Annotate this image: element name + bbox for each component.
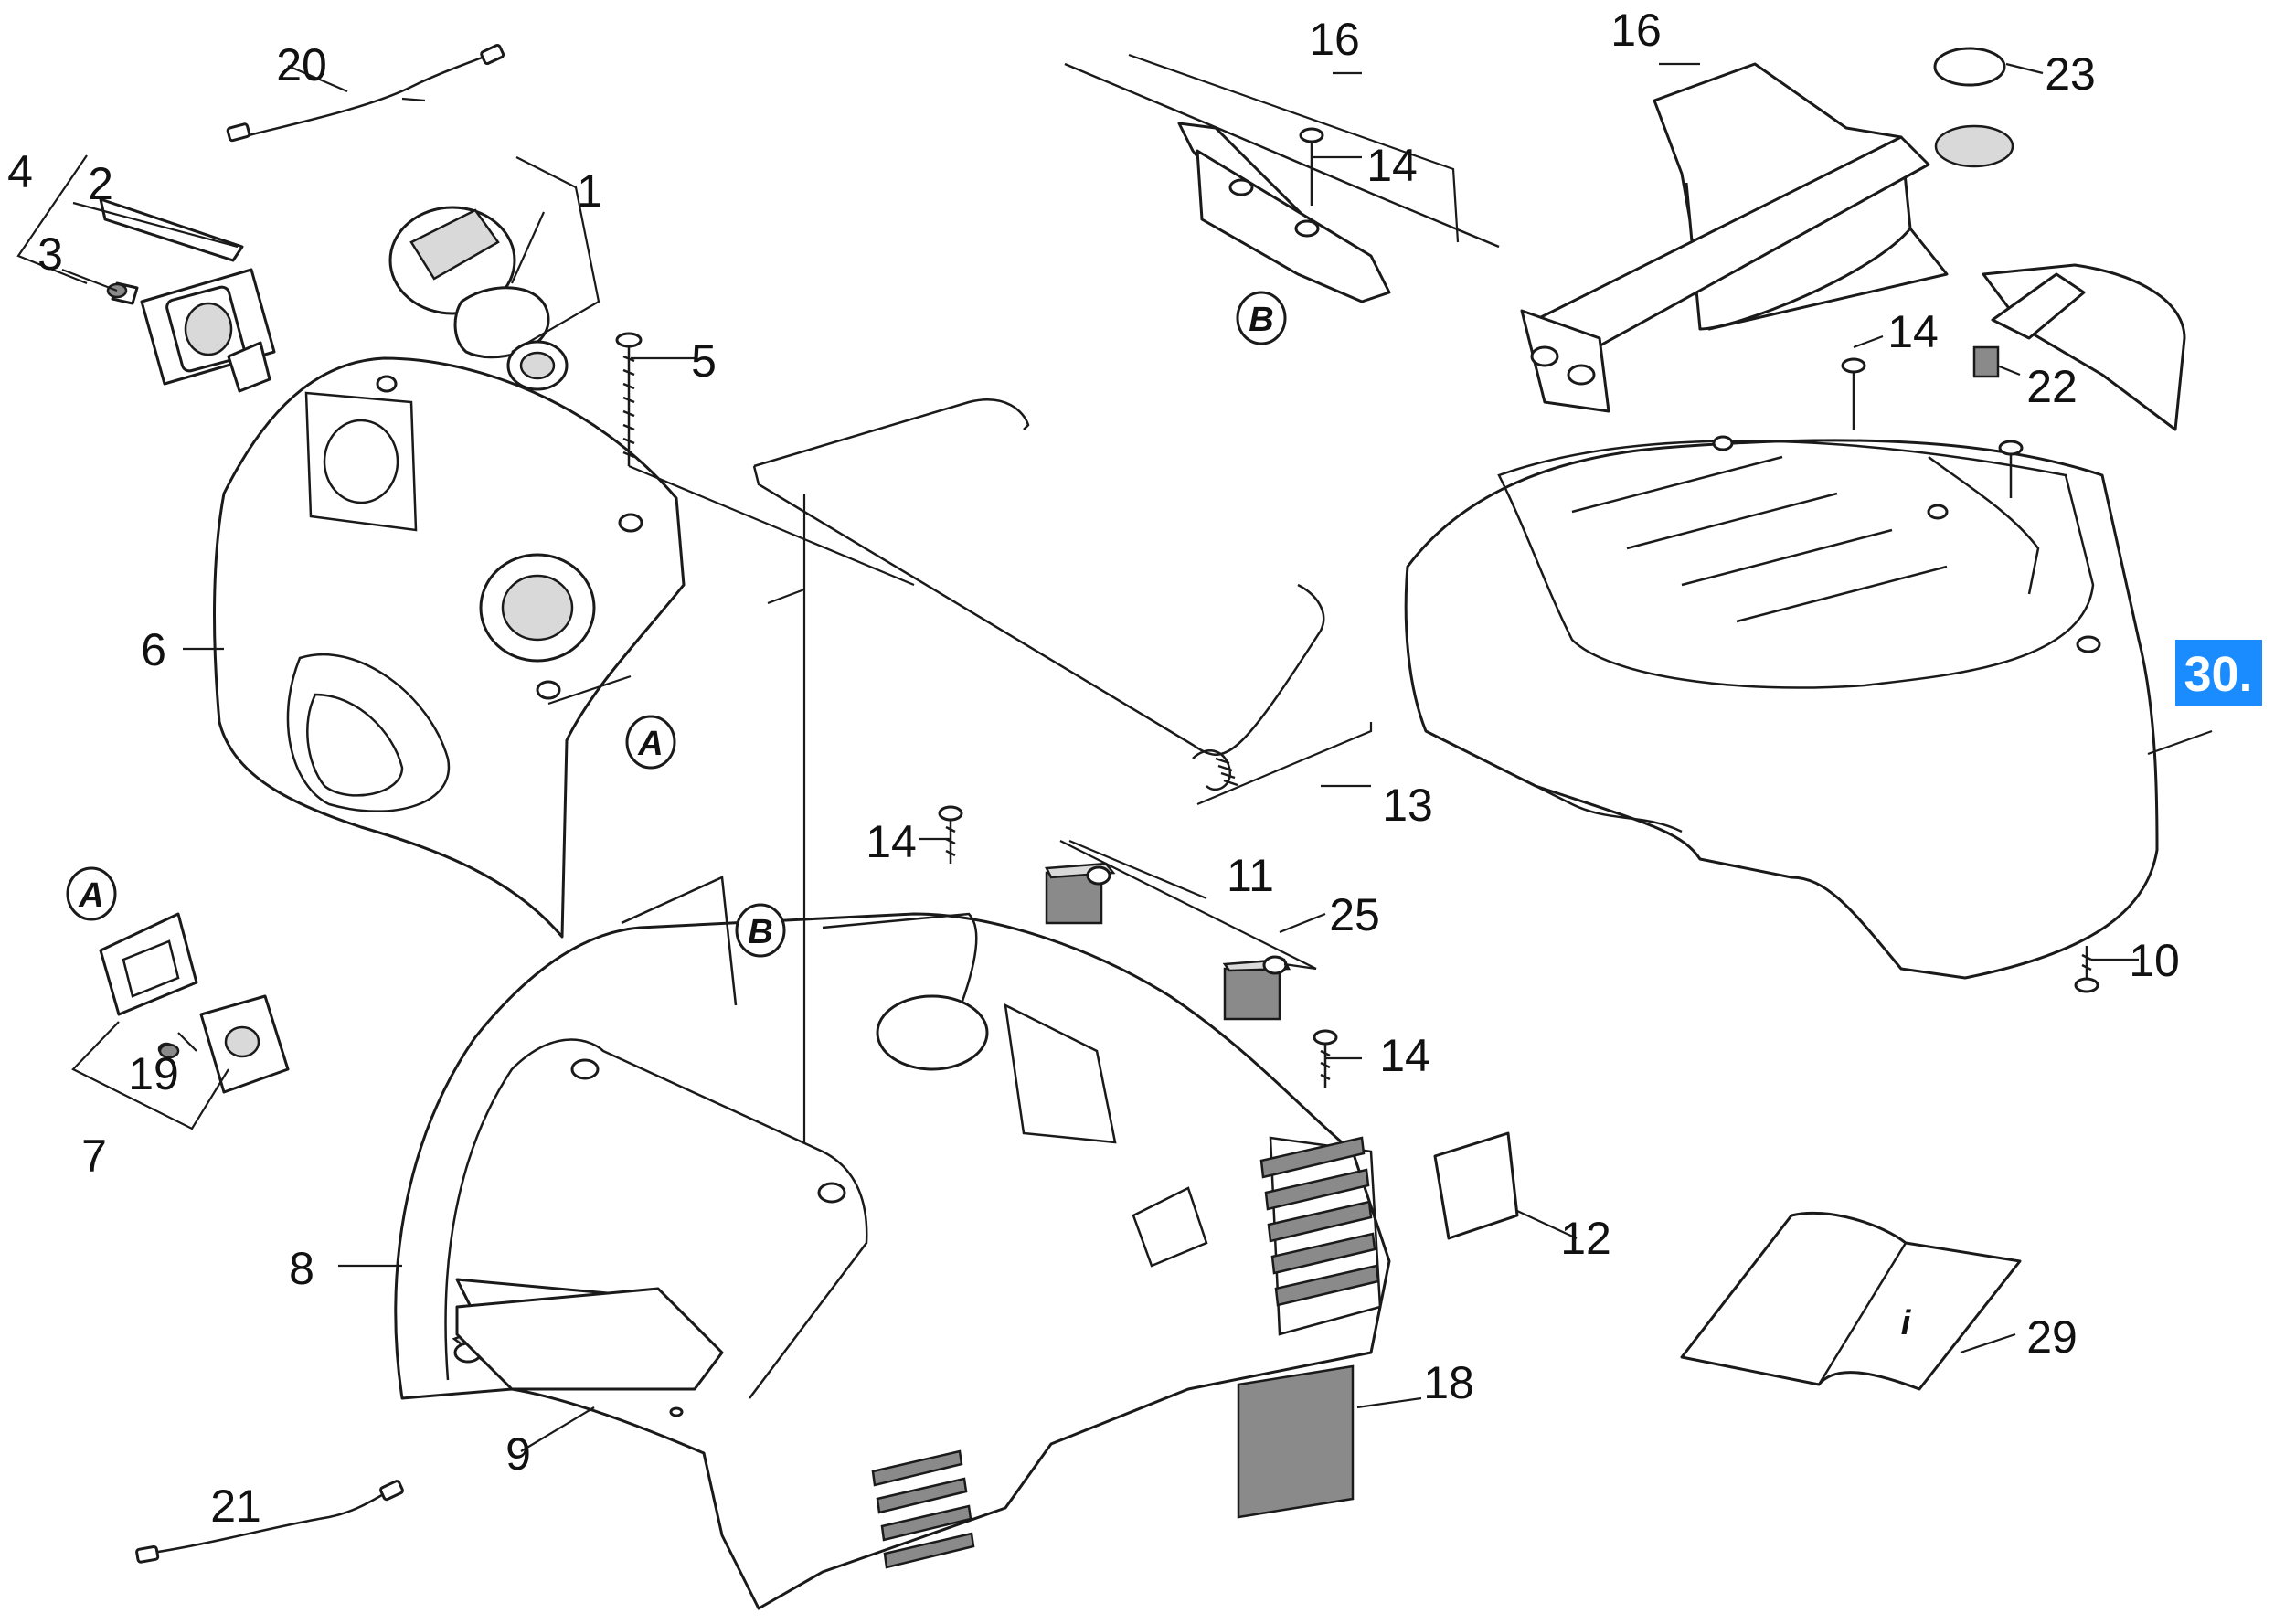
part-25-seal-ring bbox=[1086, 865, 1288, 975]
callout-14-housing-right: 14 bbox=[1379, 1030, 1430, 1081]
callout-14-top: 14 bbox=[1366, 140, 1418, 191]
callout-11: 11 bbox=[1227, 850, 1274, 901]
callout-16-bar: 16 bbox=[1309, 14, 1360, 65]
callout-3: 3 bbox=[37, 228, 63, 280]
callout-13: 13 bbox=[1382, 780, 1433, 831]
part-5-long-screw bbox=[615, 332, 643, 466]
part-21-cable bbox=[135, 1480, 404, 1564]
callout-30: 30. bbox=[2184, 647, 2252, 702]
part-14-screw-housing-top bbox=[938, 805, 963, 864]
part-14-screw-tray-right bbox=[1998, 440, 2024, 498]
part-3-screw bbox=[106, 282, 128, 299]
callout-5: 5 bbox=[691, 335, 717, 387]
part-14-screw-top bbox=[1299, 127, 1324, 206]
housing-grille-right bbox=[1259, 1136, 1380, 1307]
callout-9: 9 bbox=[505, 1428, 531, 1480]
callout-19: 19 bbox=[128, 1048, 179, 1099]
callout-8: 8 bbox=[289, 1243, 314, 1294]
callout-1: 1 bbox=[577, 165, 602, 217]
callout-22: 22 bbox=[2026, 361, 2078, 412]
part-29-manual: i bbox=[1680, 1211, 2022, 1391]
ref-b-handle: B bbox=[1236, 291, 1287, 345]
ref-b-label: B bbox=[748, 913, 772, 951]
part-18-filter bbox=[1237, 1364, 1355, 1519]
manual-info-icon: i bbox=[1901, 1304, 1912, 1343]
callout-18: 18 bbox=[1423, 1357, 1474, 1408]
part-13-rod bbox=[752, 398, 1325, 791]
part-23-cap bbox=[1933, 47, 2014, 168]
ref-b-housing: B bbox=[735, 903, 786, 958]
callout-4: 4 bbox=[7, 146, 33, 197]
housing-grille-left bbox=[871, 1449, 975, 1569]
part-14-screw-tray-left bbox=[1841, 357, 1866, 430]
callout-20: 20 bbox=[276, 39, 327, 90]
callout-7: 7 bbox=[81, 1130, 107, 1182]
callout-10: 10 bbox=[2129, 935, 2180, 986]
callout-6: 6 bbox=[141, 624, 166, 675]
part-6-cover bbox=[213, 356, 686, 939]
callout-21: 21 bbox=[210, 1481, 261, 1532]
group-brackets bbox=[16, 53, 1460, 1130]
part-19-screw bbox=[158, 1043, 180, 1059]
callout-16-handle: 16 bbox=[1610, 5, 1662, 56]
part-9-bottom-plate bbox=[455, 1287, 724, 1417]
callout-30-badge[interactable]: 30. bbox=[2175, 640, 2262, 706]
part-10-screw bbox=[2074, 946, 2099, 993]
ref-b-label: B bbox=[1249, 301, 1273, 339]
callout-2: 2 bbox=[88, 158, 113, 209]
ref-a-label: A bbox=[637, 725, 663, 763]
part-20-cable bbox=[226, 44, 505, 143]
ref-a-clip: A bbox=[66, 866, 117, 921]
leader-lines bbox=[61, 62, 2213, 1452]
callout-14-tray: 14 bbox=[1887, 306, 1939, 357]
callout-14-housing-top: 14 bbox=[866, 816, 917, 867]
callout-labels: 20 1 2 4 3 5 6 19 7 8 9 21 16 14 16 23 1… bbox=[7, 5, 2180, 1532]
callout-29: 29 bbox=[2026, 1311, 2078, 1363]
part-14-screw-housing-right bbox=[1313, 1029, 1338, 1088]
part-1-tank-cap bbox=[388, 206, 569, 391]
part-22-clip bbox=[1972, 345, 2000, 378]
part-30-tray bbox=[1404, 435, 2159, 980]
callout-23: 23 bbox=[2045, 48, 2096, 100]
part-12-label bbox=[1433, 1131, 1519, 1240]
part-4-switch-assembly bbox=[99, 197, 276, 393]
part-16-pivot-bar bbox=[1064, 62, 1500, 303]
part-16-handle bbox=[1520, 62, 2186, 431]
callout-25: 25 bbox=[1329, 889, 1380, 940]
ref-a-cover: A bbox=[625, 715, 676, 770]
ref-a-label: A bbox=[78, 876, 103, 915]
callout-12: 12 bbox=[1560, 1213, 1611, 1264]
